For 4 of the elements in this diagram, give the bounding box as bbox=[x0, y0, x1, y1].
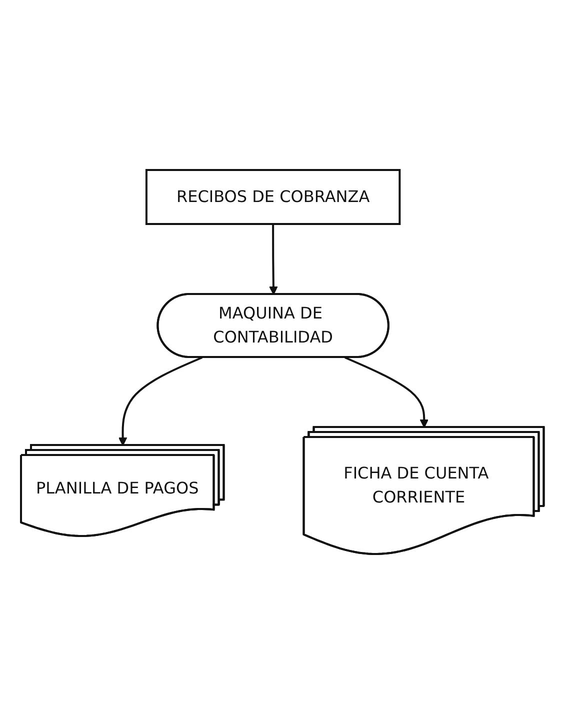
arrow bbox=[344, 356, 429, 428]
arrow bbox=[118, 356, 203, 446]
node-box: RECIBOS DE COBRANZA bbox=[146, 168, 401, 225]
arrow bbox=[269, 224, 278, 294]
